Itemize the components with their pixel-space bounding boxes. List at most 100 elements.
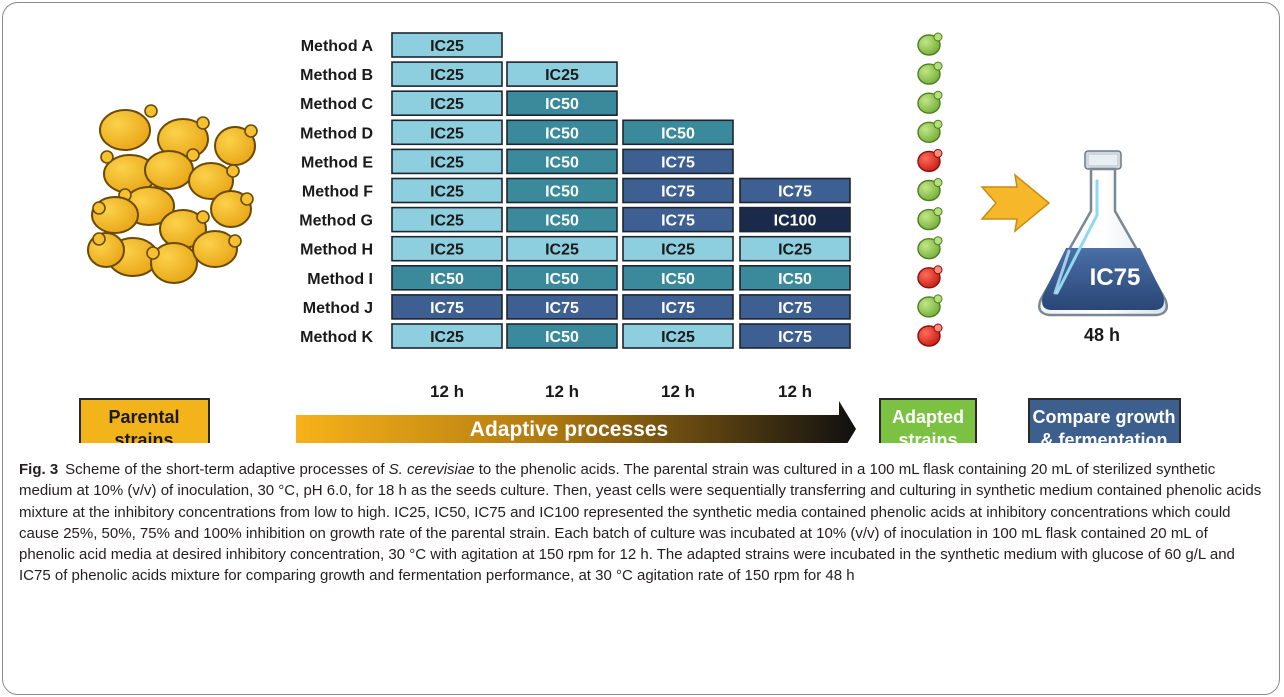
green-strain-icon [917, 119, 943, 144]
concentration-box [506, 206, 618, 233]
concentration-box [622, 206, 734, 233]
concentration-label: IC75 [661, 184, 695, 201]
concentration-box [622, 323, 734, 349]
red-strain-icon [917, 323, 943, 347]
concentration-label: IC75 [778, 329, 812, 346]
concentration-label: IC25 [545, 242, 579, 259]
stage-compare-line1: Compare growth [1032, 407, 1175, 427]
concentration-label: IC25 [430, 242, 464, 259]
method-label: Method G [299, 213, 373, 230]
outcome-column [917, 32, 943, 347]
concentration-box [391, 323, 503, 349]
concentration-box [739, 323, 851, 349]
concentration-label: IC25 [661, 242, 695, 259]
method-label: Method C [300, 96, 373, 113]
method-label: Method I [307, 271, 373, 288]
stage-parental: Parental strains [79, 398, 210, 443]
concentration-box [739, 177, 851, 204]
concentration-box [506, 323, 618, 349]
concentration-box [622, 119, 734, 146]
yeast-cell-icon [99, 104, 158, 151]
concentration-label: IC25 [778, 242, 812, 259]
concentration-box [391, 294, 503, 320]
green-strain-icon [917, 294, 943, 318]
yeast-cell-icon [192, 230, 242, 268]
concentration-label: IC75 [661, 213, 695, 230]
concentration-box [622, 264, 734, 291]
stage-adapted: Adapted strains [879, 398, 977, 443]
concentration-label: IC50 [430, 271, 464, 288]
concentration-label: IC50 [545, 213, 579, 230]
yeast-cell-icon [91, 196, 139, 234]
concentration-label: IC50 [545, 271, 579, 288]
adaptive-processes-label: Adaptive processes [470, 418, 668, 441]
concentration-label: IC75 [430, 300, 464, 317]
concentration-label: IC50 [661, 125, 695, 142]
figure-label: Fig. 3 [19, 461, 59, 478]
concentration-box [622, 294, 734, 320]
concentration-label: IC75 [661, 300, 695, 317]
stage-adapted-line1: Adapted [892, 407, 964, 427]
adaptive-processes-arrow: Adaptive processes [296, 401, 856, 443]
yeast-cell-icon [87, 232, 125, 268]
concentration-box [391, 119, 503, 146]
concentration-box [506, 119, 618, 146]
red-strain-icon [917, 148, 943, 173]
yeast-cell-icon [100, 150, 157, 194]
stage-adapted-line2: strains [898, 430, 957, 443]
caption-text-start: Scheme of the short-term adaptive proces… [65, 461, 389, 478]
right-arrow-icon [980, 173, 1051, 233]
concentration-box [506, 61, 618, 87]
concentration-box [622, 235, 734, 262]
concentration-box [391, 177, 503, 204]
concentration-box [506, 264, 618, 291]
concentration-label: IC50 [545, 154, 579, 171]
figure-caption: Fig. 3 Scheme of the short-term adaptive … [19, 459, 1263, 587]
method-label: Method E [301, 154, 373, 171]
yeast-cell-icon [144, 148, 200, 190]
concentration-box [391, 32, 503, 58]
concentration-label: IC50 [778, 271, 812, 288]
yeast-cells-icon [87, 104, 258, 284]
duration-label: 12 h [545, 382, 579, 401]
concentration-box [622, 148, 734, 175]
flask-time-label: 48 h [1084, 325, 1120, 345]
flask-icon [1038, 150, 1168, 317]
green-strain-icon [917, 207, 943, 231]
concentration-box [391, 61, 503, 87]
concentration-label: IC50 [545, 125, 579, 142]
method-label: Method J [303, 300, 373, 317]
red-strain-icon [917, 265, 943, 289]
stage-compare: Compare growth & fermentation [1028, 398, 1181, 443]
concentration-box [739, 206, 851, 233]
method-label: Method B [300, 67, 373, 84]
yeast-cell-icon [146, 242, 198, 284]
concentration-box [622, 177, 734, 204]
method-label: Method K [300, 329, 373, 346]
concentration-label: IC25 [430, 329, 464, 346]
concentration-box [391, 235, 503, 262]
concentration-box [739, 235, 851, 262]
concentration-label: IC75 [661, 154, 695, 171]
method-label: Method A [301, 38, 374, 55]
method-label: Method F [302, 184, 373, 201]
concentration-label: IC75 [545, 300, 579, 317]
stage-compare-line2: & fermentation [1040, 430, 1167, 443]
concentration-box [506, 90, 618, 116]
yeast-cell-icon [214, 124, 258, 166]
yeast-cell-icon [210, 190, 254, 228]
concentration-box [739, 294, 851, 320]
green-strain-icon [917, 90, 943, 114]
concentration-box [391, 90, 503, 116]
concentration-label: IC100 [774, 213, 817, 230]
concentration-box [391, 206, 503, 233]
